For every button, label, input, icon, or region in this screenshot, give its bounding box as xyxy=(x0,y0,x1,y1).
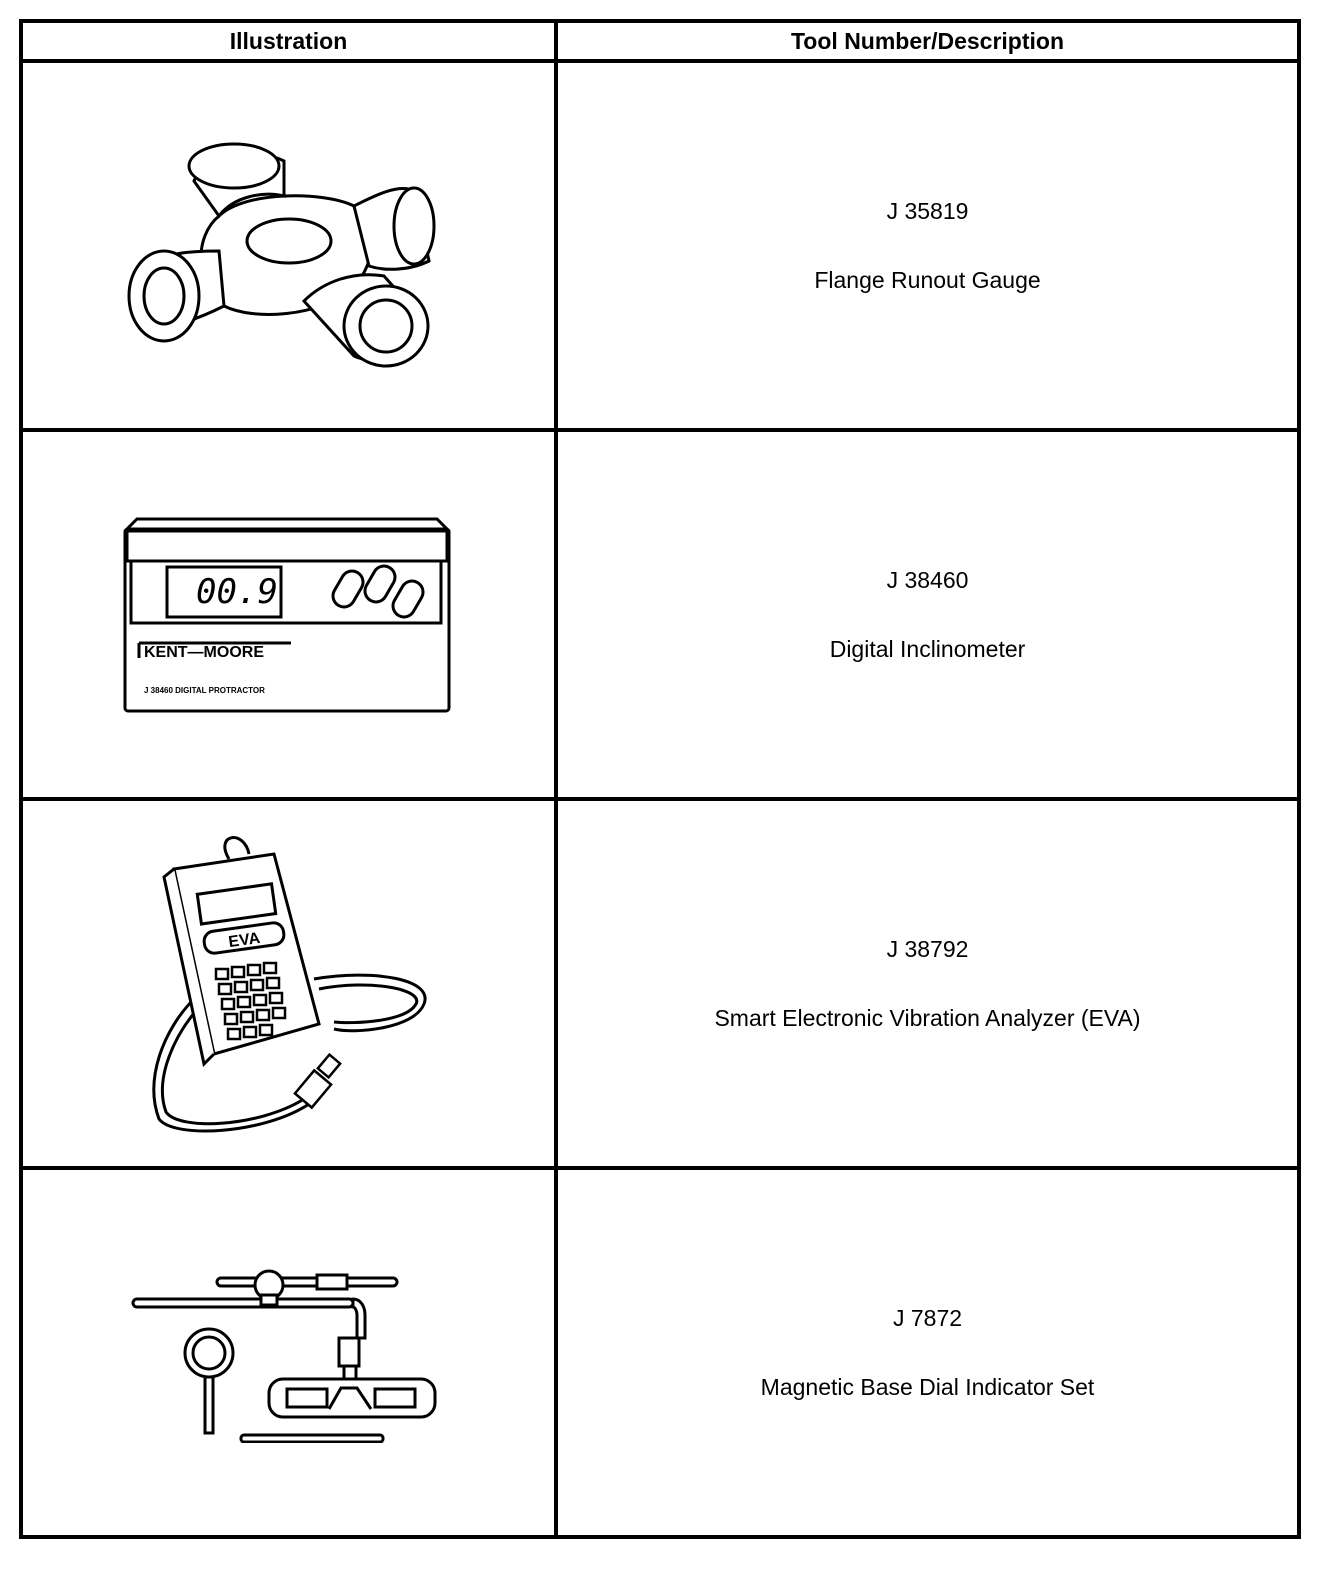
description-cell: J 7872 Magnetic Base Dial Indicator Set xyxy=(554,1166,1301,1539)
dial-indicator-set-icon xyxy=(131,1269,436,1443)
table-row: J 7872 Magnetic Base Dial Indicator Set xyxy=(19,1166,1301,1539)
illustration-cell: 00.9 KENT—MOORE J 38460 DIGITAL PROTRACT… xyxy=(19,428,558,801)
table-row: EVA J 38792 Smart Electronic Vibration A… xyxy=(19,797,1301,1170)
tool-description: Smart Electronic Vibration Analyzer (EVA… xyxy=(714,1004,1141,1031)
description-cell: J 38460 Digital Inclinometer xyxy=(554,428,1301,801)
universal-joint-icon xyxy=(127,142,435,367)
header-row: Illustration Tool Number/Description xyxy=(19,19,1301,63)
table-row: 00.9 KENT—MOORE J 38460 DIGITAL PROTRACT… xyxy=(19,428,1301,801)
description-cell: J 38792 Smart Electronic Vibration Analy… xyxy=(554,797,1301,1170)
svg-text:00.9: 00.9 xyxy=(196,572,278,612)
svg-text:J 38460 DIGITAL PROTRACTOR: J 38460 DIGITAL PROTRACTOR xyxy=(144,686,265,695)
tool-description: Magnetic Base Dial Indicator Set xyxy=(760,1373,1095,1400)
special-tools-table: Illustration Tool Number/Description xyxy=(19,19,1301,1539)
header-illustration: Illustration xyxy=(19,19,558,63)
tool-number: J 38792 xyxy=(886,935,969,962)
digital-inclinometer-icon: 00.9 KENT—MOORE J 38460 DIGITAL PROTRACT… xyxy=(122,517,451,712)
vibration-analyzer-icon: EVA xyxy=(151,835,427,1132)
description-cell: J 35819 Flange Runout Gauge xyxy=(554,59,1301,432)
tool-number: J 7872 xyxy=(892,1304,963,1331)
tool-number: J 35819 xyxy=(886,197,969,224)
svg-text:KENT—MOORE: KENT—MOORE xyxy=(144,644,264,661)
illustration-cell xyxy=(19,59,558,432)
svg-text:EVA: EVA xyxy=(227,929,261,950)
tool-description: Digital Inclinometer xyxy=(829,635,1026,662)
header-tool-number-description: Tool Number/Description xyxy=(554,19,1301,63)
tool-number: J 38460 xyxy=(886,566,969,593)
illustration-cell: EVA xyxy=(19,797,558,1170)
table-row: J 35819 Flange Runout Gauge xyxy=(19,59,1301,432)
tool-description: Flange Runout Gauge xyxy=(814,266,1041,293)
illustration-cell xyxy=(19,1166,558,1539)
